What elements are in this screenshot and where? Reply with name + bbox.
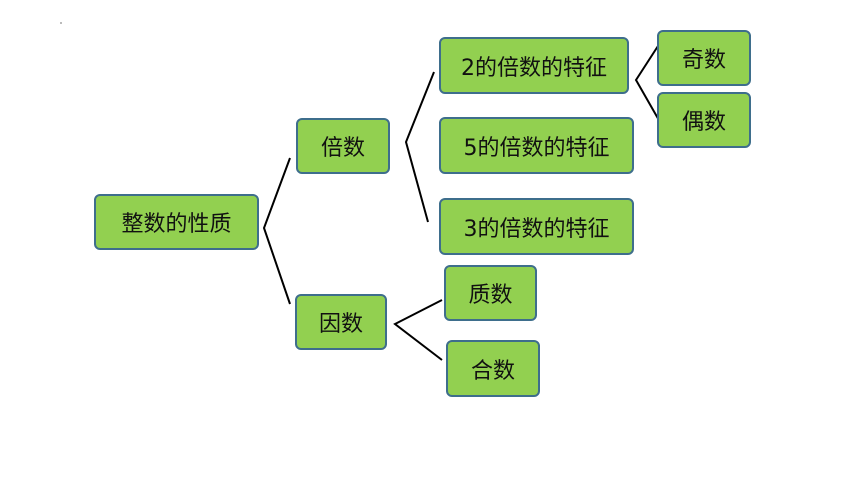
node-odd: 奇数 (657, 30, 751, 86)
connector-feature2 (634, 45, 661, 123)
node-multiple-label: 倍数 (320, 136, 365, 161)
node-factor-label: 因数 (318, 312, 363, 337)
node-even: 偶数 (657, 92, 751, 148)
node-odd-label: 奇数 (681, 48, 726, 73)
node-prime-label: 质数 (468, 283, 513, 308)
connector-multiple (404, 71, 435, 223)
node-feature2: 2的倍数的特征 (439, 37, 629, 94)
node-feature2-label: 2的倍数的特征 (461, 55, 607, 81)
node-even-label: 偶数 (681, 110, 726, 135)
node-feature3: 3的倍数的特征 (439, 198, 634, 255)
node-factor: 因数 (295, 294, 387, 350)
node-root-label: 整数的性质 (121, 212, 232, 237)
node-composite-label: 合数 (470, 358, 515, 384)
node-prime: 质数 (444, 265, 537, 321)
node-feature5: 5的倍数的特征 (439, 117, 634, 174)
node-multiple: 倍数 (296, 118, 390, 174)
node-feature5-label: 5的倍数的特征 (463, 135, 610, 161)
node-root: 整数的性质 (94, 194, 259, 250)
connector-factor (393, 299, 443, 361)
node-composite: 合数 (446, 340, 540, 397)
stray-dot (60, 22, 62, 24)
connector-root (262, 157, 291, 305)
node-feature3-label: 3的倍数的特征 (463, 216, 610, 242)
